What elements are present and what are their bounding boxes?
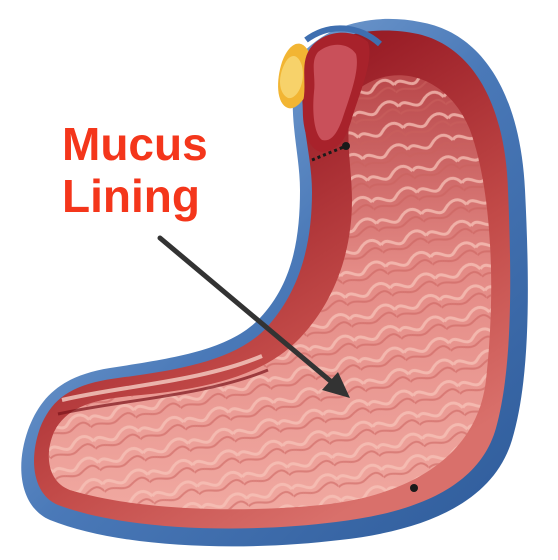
label-line-1: Mucus [62, 118, 232, 170]
label-line-2: Lining [62, 170, 232, 222]
mucus-lining-label: Mucus Lining [62, 118, 232, 222]
